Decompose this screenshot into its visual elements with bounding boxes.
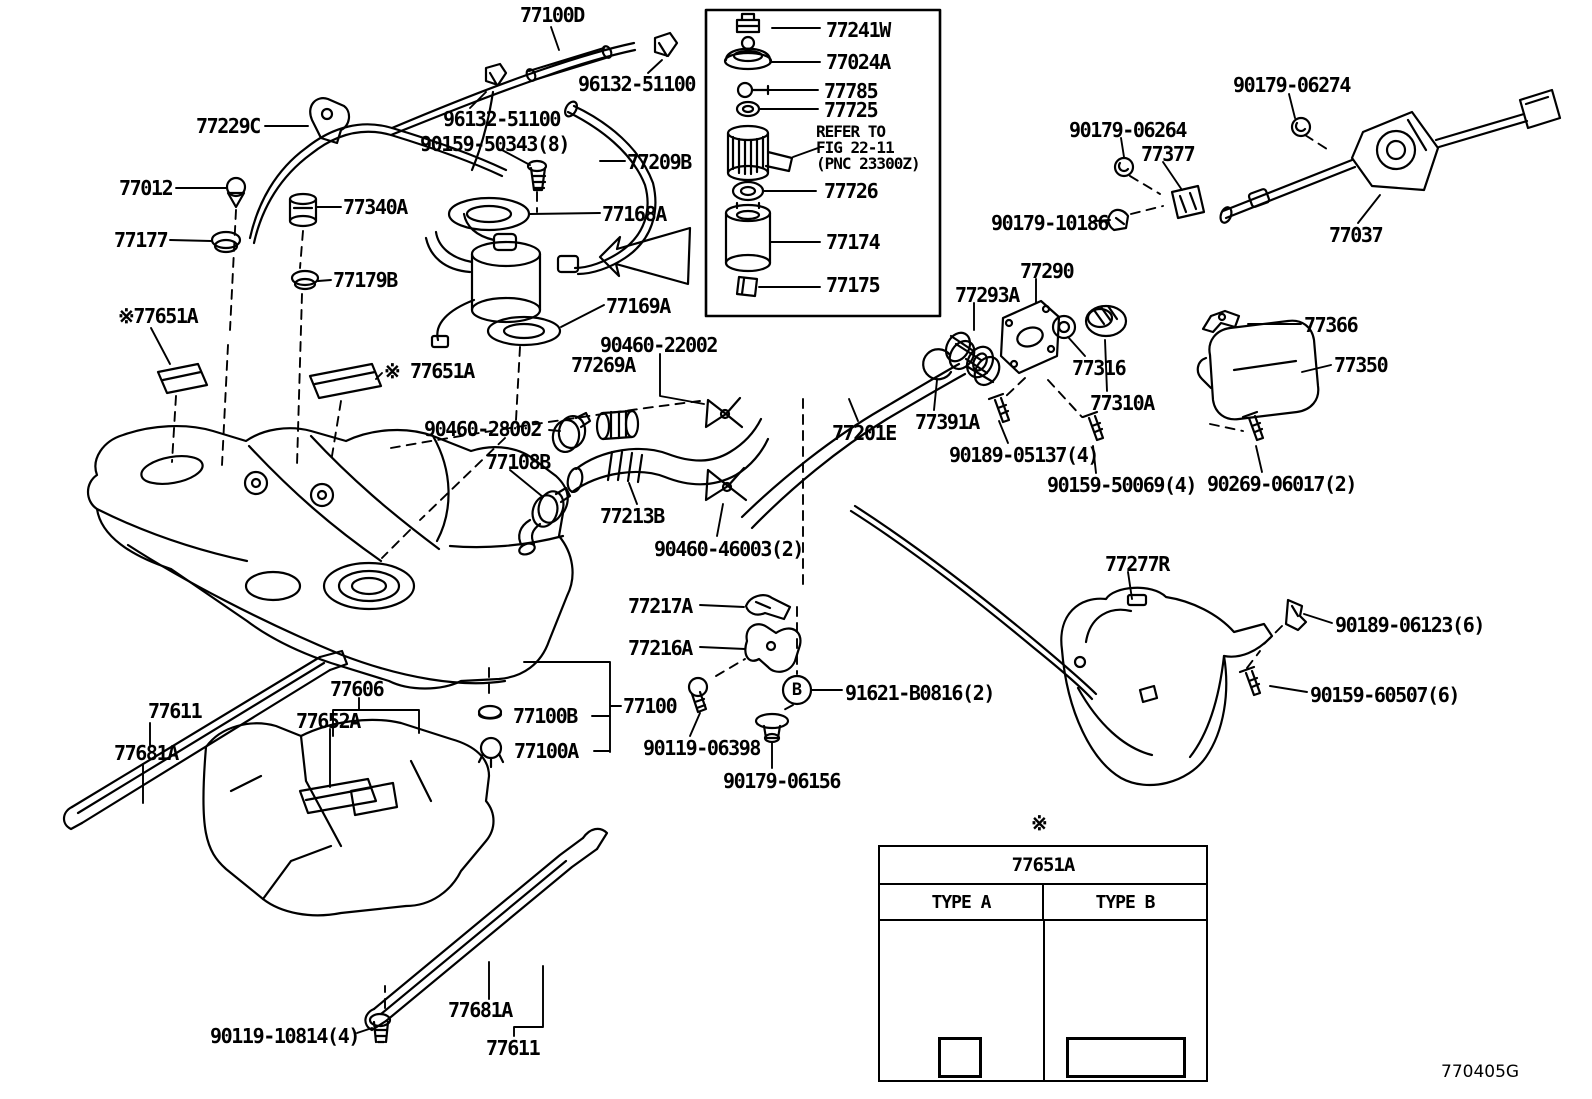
- breather-tubes-drawing: [250, 33, 677, 243]
- part-label-77100: 77100: [623, 694, 678, 718]
- filler-pipe-drawing: [518, 336, 1096, 699]
- variant-table-col-type-a: TYPE A: [880, 885, 1044, 919]
- part-label-77651a: ※ 77651A: [384, 359, 475, 383]
- part-label-77290: 77290: [1020, 259, 1075, 283]
- part-label-90189-05137-4: 90189-05137(4): [949, 443, 1099, 467]
- part-label-77229c: 77229C: [196, 114, 261, 138]
- part-label-96132-51100: 96132-51100: [578, 72, 696, 96]
- pointer-arrow-icon: [600, 228, 690, 284]
- part-label-77310a: 77310A: [1090, 391, 1155, 415]
- variant-table-col-type-b: TYPE B: [1095, 891, 1155, 913]
- variant-table-body: [880, 921, 1206, 1082]
- part-label-77100b: 77100B: [513, 704, 578, 728]
- variant-table: 77651A TYPE A TYPE B: [878, 845, 1208, 1082]
- part-label-77366: 77366: [1304, 313, 1359, 337]
- fuel-pump-drawing: [426, 198, 560, 347]
- part-label-77217a: 77217A: [628, 594, 693, 618]
- part-label-90189-06123-6: 90189-06123(6): [1335, 613, 1485, 637]
- part-label-77316: 77316: [1072, 356, 1127, 380]
- hose-77209b-drawing: [558, 100, 655, 274]
- part-label-90179-06156: 90179-06156: [723, 769, 841, 793]
- part-label-77785: 77785: [824, 79, 879, 103]
- part-label-77611: 77611: [148, 699, 203, 723]
- part-label-77209b: 77209B: [627, 150, 692, 174]
- part-label-90159-50343-8: 90159-50343(8): [420, 132, 570, 156]
- fuel-tank-drawing: [88, 426, 573, 688]
- protector-shield-drawing: [1061, 588, 1306, 785]
- dashed-assembly-lines: [172, 135, 1330, 1008]
- part-label-90119-10814-4: 90119-10814(4): [210, 1024, 360, 1048]
- filler-opening-parts-drawing: [923, 301, 1263, 440]
- part-label-90460-46003-2: 90460-46003(2): [654, 537, 804, 561]
- part-label-77681a: 77681A: [448, 998, 513, 1022]
- part-label-77350: 77350: [1334, 353, 1389, 377]
- part-label-77100d: 77100D: [520, 3, 585, 27]
- part-label-90159-50069-4: 90159-50069(4): [1047, 473, 1197, 497]
- variant-table-title: 77651A: [880, 847, 1206, 885]
- part-label-77100a: 77100A: [514, 739, 579, 763]
- type-b-pad-shape: [1066, 1037, 1186, 1078]
- type-a-pad-shape: [938, 1037, 982, 1078]
- part-label-77108b: 77108B: [486, 450, 551, 474]
- part-label-90179-06264: 90179-06264: [1069, 118, 1187, 142]
- fuel-lid-drawing: [1198, 311, 1318, 419]
- part-label-77391a: 77391A: [915, 410, 980, 434]
- part-label-77012: 77012: [119, 176, 174, 200]
- part-label-90460-28002: 90460-28002: [424, 417, 542, 441]
- fuel-filter-inset-box: [706, 10, 940, 316]
- support-brackets-drawing: [479, 595, 811, 767]
- part-label-: ※: [1031, 811, 1048, 835]
- part-label-77269a: 77269A: [571, 353, 636, 377]
- part-label-77726: 77726: [824, 179, 879, 203]
- variant-table-divider: [1043, 921, 1045, 1082]
- part-label-77024a: 77024A: [826, 50, 891, 74]
- part-label-77174: 77174: [826, 230, 881, 254]
- part-label-77652a: 77652A: [296, 709, 361, 733]
- part-label-96132-51100: 96132-51100: [443, 107, 561, 131]
- part-label-77681a: 77681A: [114, 741, 179, 765]
- leader-lines: [143, 27, 1380, 1036]
- part-label-77340a: 77340A: [343, 195, 408, 219]
- part-label-77169a: 77169A: [606, 294, 671, 318]
- part-label-90159-60507-6: 90159-60507(6): [1310, 683, 1460, 707]
- part-label-90179-10186: 90179-10186: [991, 211, 1109, 235]
- part-label-77277r: 77277R: [1105, 552, 1170, 576]
- part-label-77216a: 77216A: [628, 636, 693, 660]
- refer-note: REFER TO FIG 22-11 (PNC 23300Z): [816, 122, 921, 173]
- part-label-90119-06398: 90119-06398: [643, 736, 761, 760]
- tank-fittings-drawing: [158, 178, 381, 398]
- part-label-77293a: 77293A: [955, 283, 1020, 307]
- part-label-77168a: 77168A: [602, 202, 667, 226]
- part-label-77177: 77177: [114, 228, 169, 252]
- part-label-77651a: ※77651A: [118, 304, 199, 328]
- part-label-90179-06274: 90179-06274: [1233, 73, 1351, 97]
- part-label-77377: 77377: [1141, 142, 1196, 166]
- part-label-77213b: 77213B: [600, 504, 665, 528]
- part-label-91621-b0816-2: 91621-B0816(2): [845, 681, 995, 705]
- part-label-77201e: 77201E: [832, 421, 897, 445]
- tank-straps-drawing: [64, 651, 607, 1042]
- part-label-77606: 77606: [330, 677, 385, 701]
- part-label-77175: 77175: [826, 273, 881, 297]
- part-label-77037: 77037: [1329, 223, 1384, 247]
- part-label-77179b: 77179B: [333, 268, 398, 292]
- part-label-77611: 77611: [486, 1036, 541, 1060]
- figure-code: 770405G: [1441, 1062, 1520, 1082]
- part-label-77241w: 77241W: [826, 18, 891, 42]
- part-label-90269-06017-2: 90269-06017(2): [1207, 472, 1357, 496]
- part-label-90460-22002: 90460-22002: [600, 333, 718, 357]
- part-label-77725: 77725: [824, 98, 879, 122]
- lock-cable-drawing: [1108, 90, 1560, 230]
- callout-b-symbol: B: [791, 680, 803, 700]
